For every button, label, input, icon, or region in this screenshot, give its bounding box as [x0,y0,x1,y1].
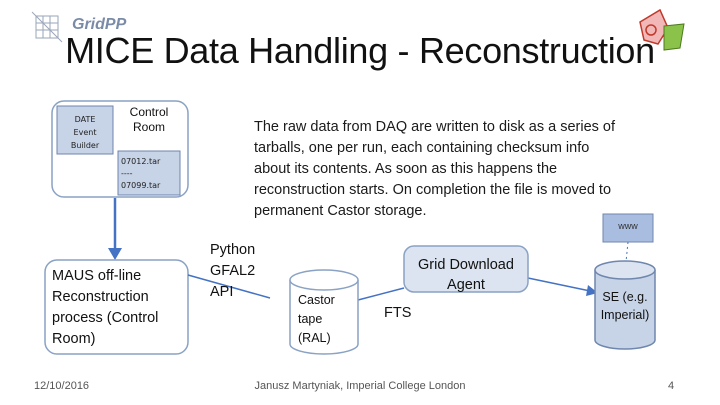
www-label: www [618,221,638,231]
footer-page-number: 4 [668,380,675,392]
www-box [602,213,654,243]
footer-date: 12/10/2016 [34,380,90,392]
mice-logo [639,8,685,51]
tar-first: 07012.tar [121,157,161,166]
python-gfal2-label: Python GFAL2 API [210,242,256,300]
footer-author: Janusz Martyniak, Imperial College Londo… [254,380,466,392]
agent-to-se-line [527,277,596,293]
tar-last: 07099.tar [121,181,161,190]
tar-ellipsis: ---- [121,169,133,178]
tar-list: 07012.tar ---- 07099.tar [121,156,160,192]
date-label: DATE [74,115,96,124]
fts-label: FTS [384,305,412,321]
castor-tape-cylinder [289,269,359,355]
control-room-label: Control Room [129,105,169,134]
se-label: SE (e.g. Imperial) [600,290,650,322]
castor-label: Castor tape (RAL) [298,293,335,345]
gridpp-logo-grid [31,11,63,43]
maus-box [44,259,189,355]
arrow-daq-to-maus-head [108,248,122,260]
maus-to-castor-line [187,274,271,299]
grid-download-agent-label: Grid Download Agent [418,257,514,293]
castor-to-agent-line [357,287,405,301]
event-label: Event [73,128,97,137]
grid-download-agent-box [403,245,529,293]
www-link-line [625,241,629,263]
date-event-builder-label: DATE Event Builder [57,113,113,152]
description-text: The raw data from DAQ are written to dis… [254,119,616,219]
se-cylinder [594,260,656,350]
maus-label: MAUS off-line Reconstruction process (Co… [52,268,159,347]
gridpp-logo-text: GridPP [72,16,127,33]
slide-title: MICE Data Handling - Reconstruction [65,30,655,71]
builder-label: Builder [70,141,100,150]
tar-files-box [117,150,181,196]
date-event-builder-box [56,105,114,155]
